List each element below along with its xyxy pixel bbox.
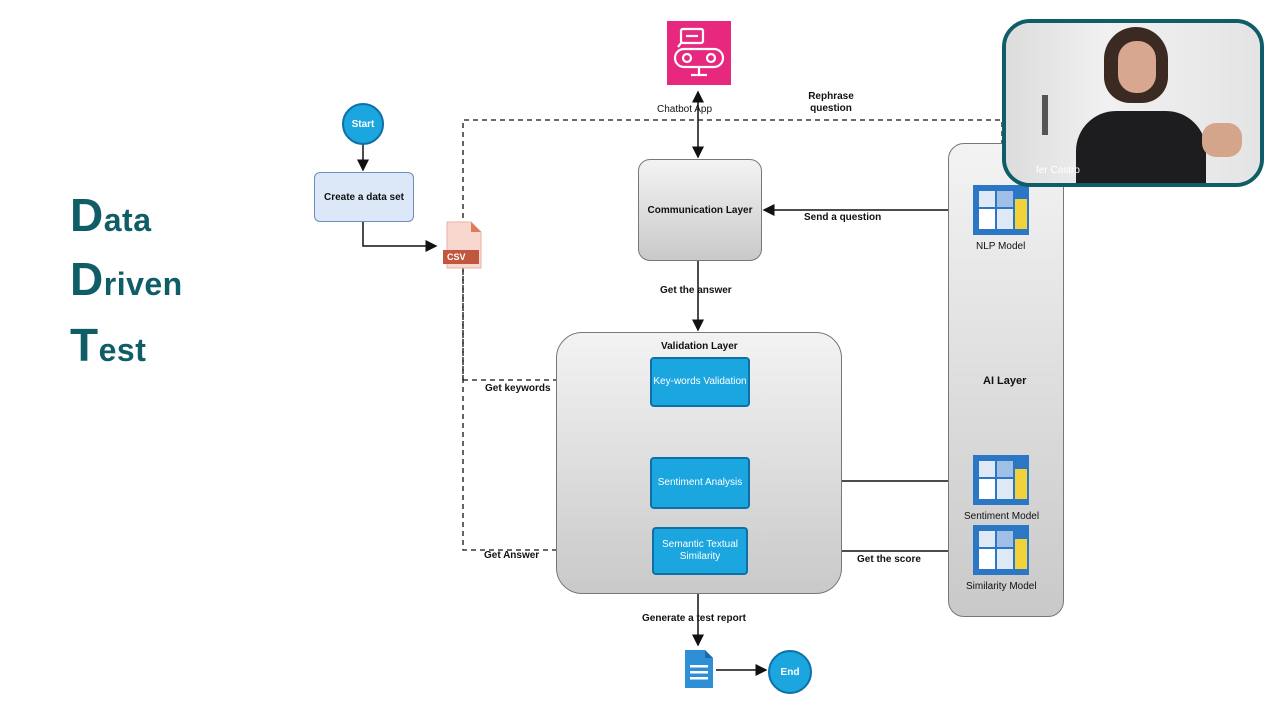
document-icon [683,648,715,690]
sentiment-model-label: Sentiment Model [964,511,1040,522]
create-dataset-node: Create a data set [314,172,414,222]
title-line-driven: Driven [70,253,183,305]
semantic-similarity-node: Semantic Textual Similarity [652,527,748,575]
get-answer-label: Get the answer [660,285,732,296]
csv-file-icon: CSV [443,220,483,270]
get-score-label: Get the score [857,554,921,565]
nlp-model-label: NLP Model [976,241,1026,252]
get-answer-dataset-label: Get Answer [484,550,540,561]
generate-report-label: Generate a test report [642,613,746,624]
validation-layer-title: Validation Layer [661,341,738,352]
speaker-video: fer Castro [1002,19,1264,187]
send-question-label: Send a question [804,212,882,223]
start-node: Start [342,103,384,145]
chatbot-app-label: Chatbot App [657,104,713,115]
person-hand [1202,123,1242,157]
lamp-shape [1042,95,1048,135]
similarity-model-label: Similarity Model [966,581,1037,592]
communication-layer: Communication Layer [638,159,762,261]
ai-layer-title: AI Layer [983,375,1027,387]
keywords-validation-node: Key-words Validation [650,357,750,407]
get-keywords-label: Get keywords [485,383,551,394]
title-line-test: Test [70,319,147,371]
person-face [1118,41,1156,93]
nlp-model-icon [973,185,1029,235]
end-node: End [768,650,812,694]
sentiment-analysis-node: Sentiment Analysis [650,457,750,509]
sentiment-model-icon [973,455,1029,505]
person-body [1076,111,1206,183]
speaker-name: fer Castro [1036,165,1080,176]
robot-icon [667,21,731,85]
similarity-model-icon [973,525,1029,575]
title-line-data: Data [70,189,152,241]
rephrase-question-label: Rephrase question [808,91,854,114]
